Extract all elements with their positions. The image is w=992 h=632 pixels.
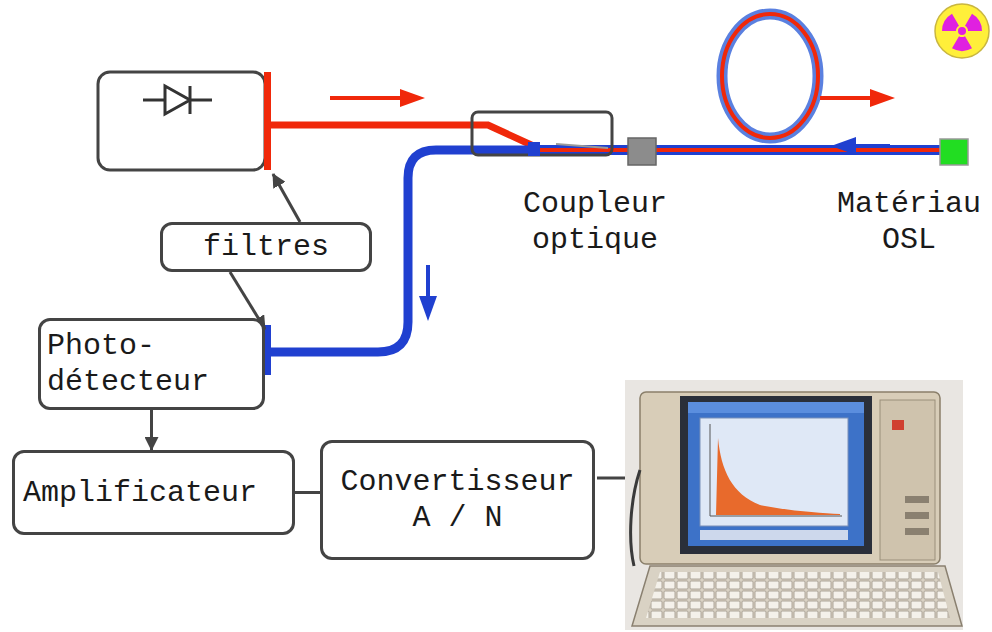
fiber-loop-core bbox=[722, 14, 818, 138]
converter-box: Convertisseur A / N bbox=[320, 440, 595, 560]
combined-fiber-core bbox=[536, 148, 942, 152]
fiber-port bbox=[264, 325, 271, 375]
amplifier-box: Amplificateur bbox=[12, 450, 295, 535]
box-text: Amplificateur bbox=[23, 475, 284, 511]
radiation-symbol bbox=[935, 4, 989, 58]
connector bbox=[150, 410, 153, 450]
coupler-junction bbox=[528, 142, 540, 156]
excitation-fiber bbox=[271, 125, 540, 149]
fiber-connector bbox=[628, 138, 656, 165]
coupler-outline bbox=[472, 112, 612, 155]
box-text: Convertisseur A / N bbox=[331, 464, 584, 536]
connector bbox=[295, 491, 320, 494]
filter-box: filtres bbox=[160, 222, 372, 272]
osl-sensor bbox=[940, 139, 968, 165]
filter-arrow bbox=[273, 174, 300, 222]
detector-box: Photo- détecteur bbox=[38, 318, 265, 410]
fiber-port bbox=[264, 72, 271, 170]
unused-port bbox=[556, 144, 608, 148]
box-text: filtres bbox=[171, 229, 361, 265]
fiber-loop bbox=[722, 14, 818, 138]
material-label: Matériau OSL bbox=[832, 186, 986, 258]
diode-symbol bbox=[143, 86, 212, 114]
box-text: Photo- détecteur bbox=[47, 328, 256, 400]
source-box bbox=[98, 72, 265, 170]
computer-picture bbox=[625, 380, 963, 630]
light-direction-arrow bbox=[330, 89, 895, 321]
coupler-label: Coupleur optique bbox=[490, 186, 700, 258]
